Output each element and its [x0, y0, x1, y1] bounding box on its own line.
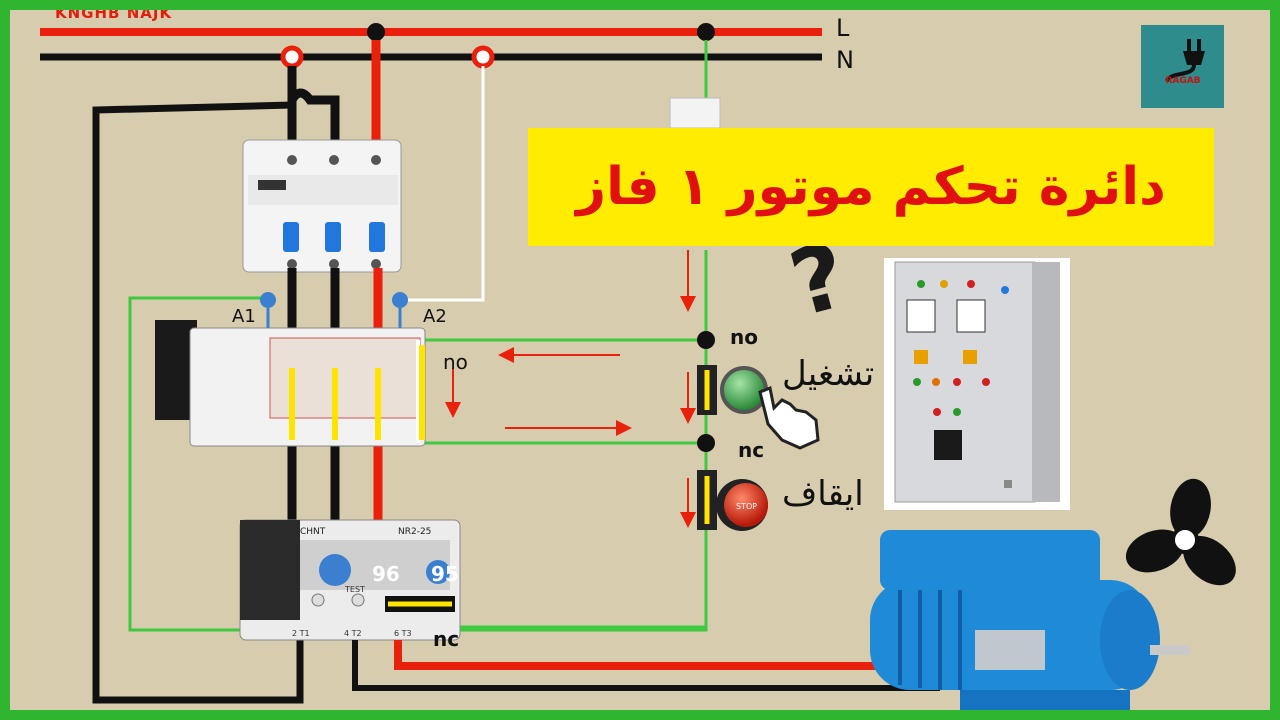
- neutral-return-wire: [92, 101, 304, 704]
- relay-model: NR2-25: [398, 527, 431, 537]
- start-label: تشغيل: [782, 354, 875, 394]
- fan-icon: [1125, 478, 1236, 586]
- coil-terminal-a2: A2: [423, 306, 447, 327]
- stop-label: ايقاف: [782, 474, 864, 514]
- title-text: دائرة تحكم موتور ١ فاز: [576, 157, 1166, 217]
- terminal-block: [669, 97, 721, 129]
- title-banner: دائرة تحكم موتور ١ فاز: [528, 128, 1214, 246]
- motor-phase-wire: [394, 640, 940, 670]
- stop-push-button[interactable]: STOP: [697, 470, 768, 531]
- wiring-diagram: STOP ? CHNT NR2-25 TEST 2 T1 4 T2 6 T3: [40, 23, 1236, 710]
- logo-text: RAGAB: [1165, 76, 1201, 86]
- junction-ring: [471, 45, 495, 69]
- terminal-96-label: 96: [372, 562, 400, 586]
- start-no-label: no: [730, 325, 758, 349]
- relay-terminal-t1: 2 T1: [292, 629, 310, 638]
- start-push-button[interactable]: [697, 365, 768, 415]
- line-label-L: L: [836, 14, 850, 42]
- aux-contact-wires: [420, 338, 706, 445]
- relay-brand: CHNT: [300, 527, 326, 537]
- junction-dot: [367, 23, 385, 41]
- top-watermark-text: KNGHB NAJK: [55, 10, 173, 22]
- aux-contact-no-label: no: [443, 350, 468, 374]
- overload-relay: CHNT NR2-25 TEST 2 T1 4 T2 6 T3: [239, 519, 461, 641]
- electric-motor-image: [870, 530, 1190, 710]
- relay-terminal-t2: 4 T2: [344, 629, 362, 638]
- stop-button-text: STOP: [736, 502, 757, 511]
- relay-terminal-t3: 6 T3: [394, 629, 412, 638]
- line-label-N: N: [836, 46, 854, 74]
- overload-nc-label: nc: [433, 627, 460, 651]
- terminal-95-label: 95: [431, 562, 459, 586]
- diagram-canvas: STOP ? CHNT NR2-25 TEST 2 T1 4 T2 6 T3: [10, 10, 1270, 710]
- a2-white-wire: [400, 66, 485, 302]
- circuit-breaker: [242, 139, 402, 273]
- yellow-link-bars: [289, 345, 425, 440]
- junction-dot: [697, 434, 715, 452]
- control-panel-image: [884, 258, 1070, 510]
- stop-nc-label: nc: [738, 438, 765, 462]
- contactor: [155, 292, 426, 447]
- coil-terminal-a1: A1: [232, 306, 256, 327]
- plug-icon: [1165, 39, 1205, 83]
- junction-dot: [697, 331, 715, 349]
- junction-ring: [280, 45, 304, 69]
- hand-pointer-icon: [758, 385, 820, 450]
- junction-dot: [697, 23, 715, 41]
- channel-logo: [1141, 25, 1224, 108]
- relay-test-label: TEST: [344, 585, 365, 594]
- motor-neutral-wire: [352, 640, 940, 691]
